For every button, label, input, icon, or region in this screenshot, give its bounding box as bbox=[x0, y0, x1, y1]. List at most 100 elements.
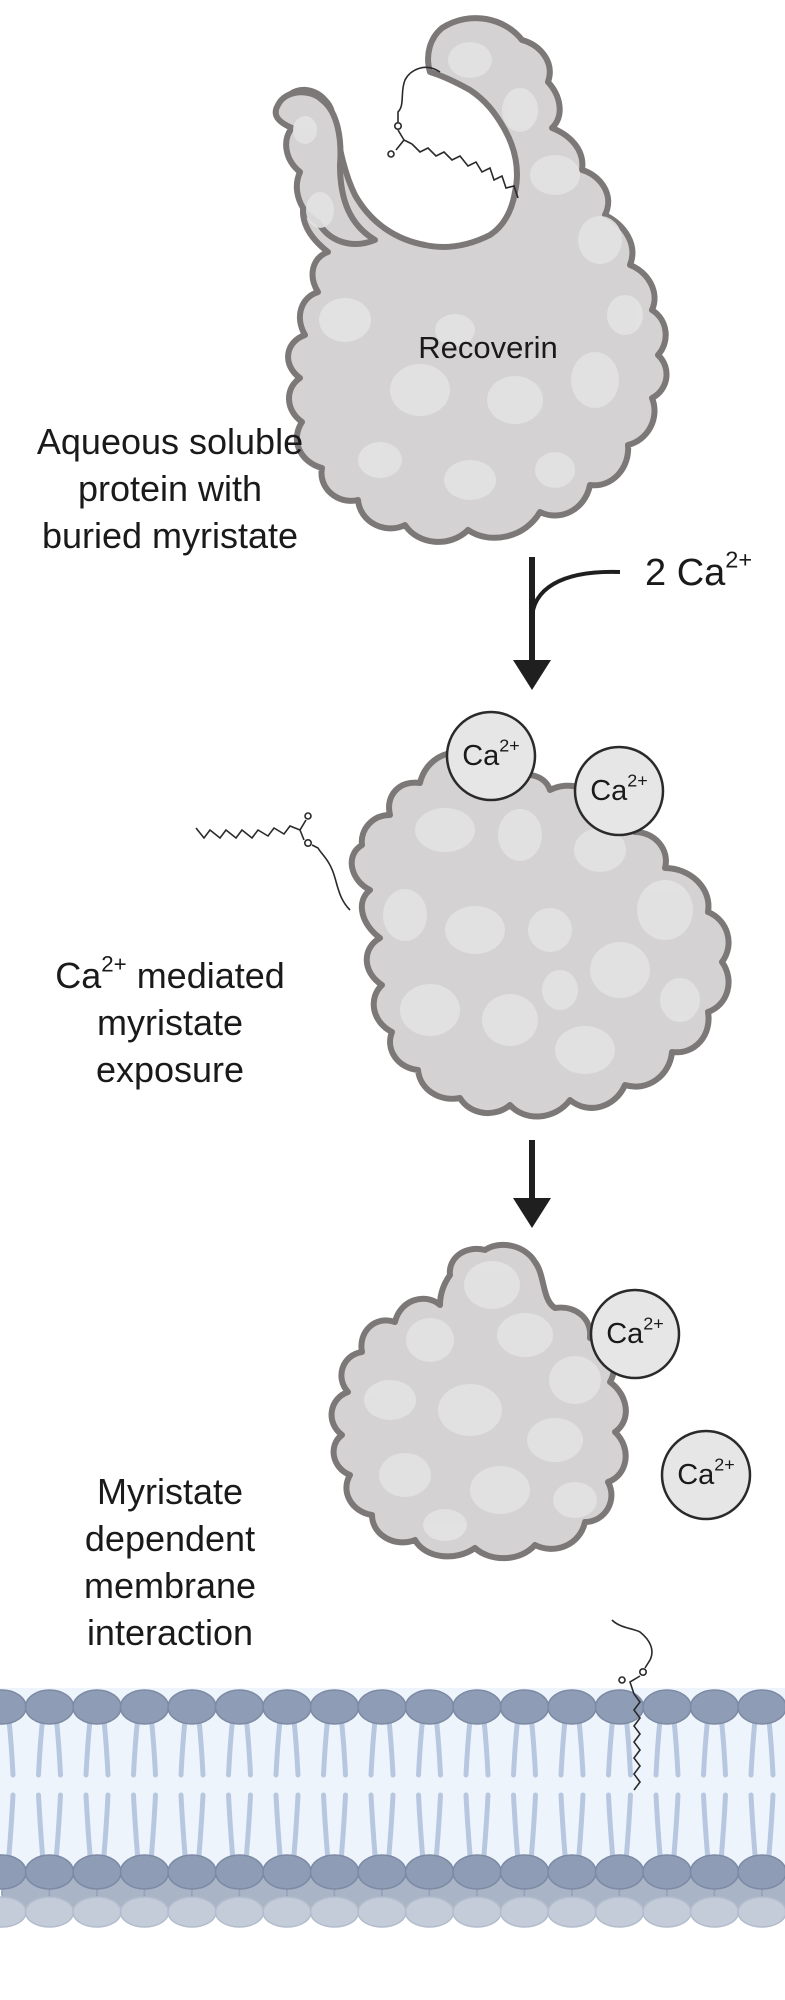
lipid-tail bbox=[101, 1717, 111, 1778]
lipid-tail bbox=[529, 1792, 538, 1858]
step-2-description: Ca2+ mediated myristate exposure bbox=[0, 952, 340, 1093]
lipid-head bbox=[119, 1689, 170, 1725]
lipid-head bbox=[119, 1854, 170, 1890]
lipid-tail bbox=[463, 1717, 473, 1778]
lipid-tail bbox=[671, 1717, 681, 1778]
membrane-inserted-myristoyl-group bbox=[611, 1619, 653, 1791]
lipid-tail bbox=[149, 1792, 158, 1858]
lipid-head bbox=[737, 1689, 785, 1725]
lipid-tail bbox=[131, 1792, 140, 1858]
lipid-head bbox=[452, 1689, 502, 1725]
lipid-tail bbox=[226, 1717, 235, 1778]
lipid-tail bbox=[463, 1792, 473, 1858]
lipid-head bbox=[452, 1896, 502, 1928]
lipid-tail bbox=[576, 1717, 586, 1778]
lipid-head bbox=[24, 1689, 75, 1725]
lipid-head bbox=[642, 1896, 692, 1928]
lipid-heads-upper-leaflet bbox=[0, 1689, 785, 1725]
lipid-bilayer-membrane bbox=[0, 1688, 785, 1928]
reagent-charge: 2+ bbox=[725, 546, 753, 573]
lipid-tail bbox=[101, 1792, 111, 1858]
calcium-ion bbox=[660, 1429, 752, 1521]
lipid-tail bbox=[481, 1717, 491, 1778]
lipid-heads-lower-leaflet bbox=[0, 1854, 785, 1890]
lipid-tail bbox=[766, 1717, 776, 1778]
step-3-line-1: Myristate bbox=[96, 1471, 244, 1512]
lipid-head bbox=[167, 1896, 217, 1928]
lipid-head bbox=[24, 1896, 75, 1928]
lipid-head bbox=[357, 1854, 407, 1890]
lipid-tail bbox=[701, 1792, 710, 1858]
lipid-tail bbox=[178, 1792, 188, 1858]
recoverin-protein-closed bbox=[272, 15, 670, 545]
lipid-tail bbox=[606, 1792, 615, 1858]
calcium-ion-label: Ca2+ bbox=[574, 772, 664, 807]
lipid-tail bbox=[701, 1717, 710, 1778]
lipid-head bbox=[689, 1689, 740, 1725]
calcium-ion bbox=[445, 710, 537, 802]
lipid-tail bbox=[178, 1717, 188, 1778]
lipid-tail bbox=[653, 1717, 663, 1778]
lipid-tails-upper-leaflet bbox=[6, 1717, 776, 1778]
lipid-head bbox=[404, 1896, 455, 1928]
lipid-tail bbox=[273, 1792, 283, 1858]
ca-text: Ca bbox=[606, 1318, 644, 1350]
calcium-ion-label: Ca2+ bbox=[661, 1456, 751, 1491]
lipid-tail bbox=[606, 1717, 615, 1778]
step-2-line-1: Ca2+ mediated bbox=[0, 952, 340, 999]
lipid-head bbox=[309, 1854, 360, 1890]
step-2-line-2: myristate bbox=[96, 1002, 244, 1043]
protein-texture bbox=[364, 1261, 601, 1541]
reagent-label: 2 Ca2+ bbox=[645, 548, 785, 597]
buried-myristoyl-group bbox=[387, 66, 519, 199]
lipid-tail bbox=[748, 1717, 758, 1778]
lipid-head bbox=[357, 1896, 407, 1928]
ca-charge: 2+ bbox=[643, 1313, 664, 1334]
arrow-membrane-binding bbox=[513, 1140, 551, 1228]
lipid-tail bbox=[416, 1717, 425, 1778]
lipid-tail bbox=[766, 1792, 776, 1858]
ca-text: Ca bbox=[462, 740, 500, 772]
recoverin-protein-open bbox=[195, 750, 732, 1120]
lipid-tail bbox=[511, 1792, 520, 1858]
ca-text: Ca bbox=[590, 775, 628, 807]
step-1-line-2: protein with bbox=[77, 468, 263, 509]
lipid-tail bbox=[576, 1792, 586, 1858]
lipid-tail bbox=[321, 1717, 330, 1778]
ca-charge: 2+ bbox=[714, 1454, 735, 1475]
lipid-head bbox=[262, 1689, 312, 1725]
step-3-line-4: interaction bbox=[86, 1612, 254, 1653]
lipid-head bbox=[262, 1896, 312, 1928]
lipid-tail bbox=[529, 1717, 538, 1778]
lipid-tail bbox=[434, 1792, 443, 1858]
lipid-head bbox=[737, 1854, 785, 1890]
lipid-tail bbox=[748, 1792, 758, 1858]
lipid-head bbox=[737, 1896, 785, 1928]
lipid-tail bbox=[321, 1792, 330, 1858]
arrow-calcium-binding bbox=[513, 557, 621, 690]
ca-charge: 2+ bbox=[101, 951, 127, 977]
lipid-head bbox=[214, 1689, 265, 1725]
lipid-tail bbox=[36, 1792, 45, 1858]
lipid-tail bbox=[244, 1792, 253, 1858]
lipid-head bbox=[642, 1689, 692, 1725]
lipid-tail bbox=[386, 1717, 396, 1778]
calcium-ion bbox=[589, 1288, 681, 1380]
protein-name-label: Recoverin bbox=[418, 330, 558, 365]
lipid-tail bbox=[6, 1717, 16, 1778]
lipid-tail bbox=[36, 1717, 45, 1778]
calcium-ion-label: Ca2+ bbox=[590, 1315, 680, 1350]
lipid-head bbox=[214, 1854, 265, 1890]
lipid-head bbox=[119, 1896, 170, 1928]
lipid-head bbox=[689, 1896, 740, 1928]
lipid-tail bbox=[416, 1792, 425, 1858]
lipid-head bbox=[167, 1854, 217, 1890]
ca-text: Ca bbox=[55, 955, 102, 996]
lipid-head bbox=[547, 1854, 597, 1890]
lipid-tail bbox=[386, 1792, 396, 1858]
lipid-tails-lower-leaflet bbox=[6, 1792, 776, 1858]
lipid-head bbox=[404, 1854, 455, 1890]
lipid-tail bbox=[196, 1717, 206, 1778]
lipid-tail bbox=[291, 1717, 301, 1778]
